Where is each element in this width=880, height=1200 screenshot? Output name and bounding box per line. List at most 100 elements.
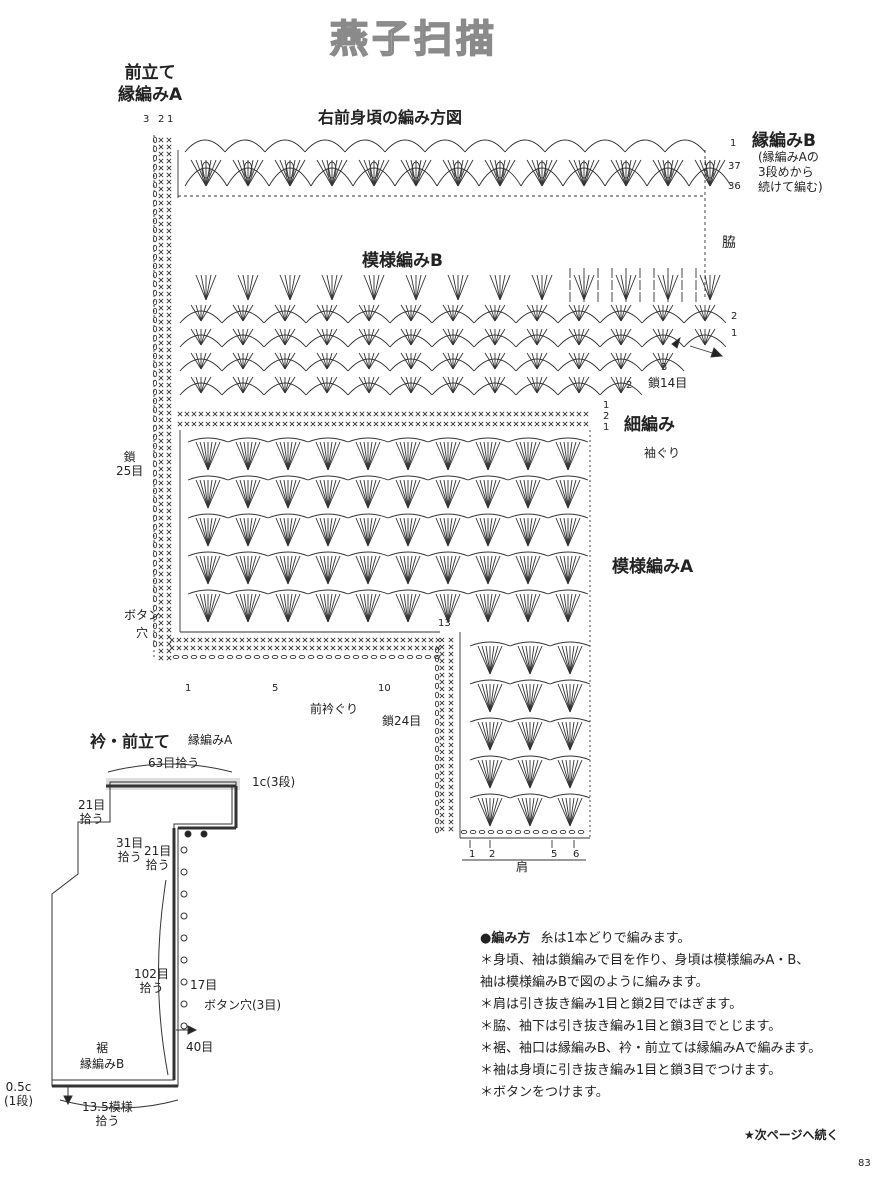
pattern-a-stitch bbox=[367, 479, 381, 509]
pattern-b-stitch bbox=[195, 328, 202, 346]
chain-stitch bbox=[434, 763, 440, 771]
sc-mark bbox=[197, 637, 203, 643]
pattern-a-stitch bbox=[403, 479, 409, 509]
pattern-a-stitch bbox=[327, 517, 337, 547]
neckline-label: 前衿ぐり bbox=[310, 702, 359, 716]
pattern-a-stitch bbox=[207, 593, 221, 623]
sc-mark bbox=[166, 375, 172, 381]
sc-mark bbox=[158, 165, 164, 171]
pattern-a-stitch bbox=[483, 517, 489, 547]
sc-mark bbox=[289, 411, 295, 417]
sc-mark bbox=[166, 410, 172, 416]
sc-mark bbox=[166, 515, 172, 521]
sc-mark bbox=[317, 411, 323, 417]
fan-stitch bbox=[484, 159, 501, 187]
fan-stitch bbox=[237, 159, 249, 187]
fan-stitch bbox=[583, 159, 600, 187]
chain-stitch bbox=[152, 136, 158, 144]
pattern-b-stitch bbox=[242, 352, 249, 370]
chain-stitch bbox=[152, 460, 158, 468]
pick-21-mid-label: 21目 拾う bbox=[144, 844, 172, 872]
pattern-a-stitch bbox=[323, 441, 329, 471]
pattern-b-stitch bbox=[242, 328, 249, 346]
schematic-title: 衿・前立て bbox=[90, 732, 171, 751]
edging-arch bbox=[384, 139, 426, 153]
watermark-title: 燕子扫描 bbox=[329, 16, 499, 62]
sc-mark bbox=[176, 637, 182, 643]
pattern-a-arch bbox=[387, 475, 429, 481]
sc-mark bbox=[158, 634, 164, 640]
sc-mark bbox=[358, 645, 364, 651]
pattern-a-stitch bbox=[529, 721, 539, 751]
pattern-a-stitch bbox=[287, 555, 301, 585]
pattern-b-stitch bbox=[326, 352, 333, 370]
pattern-b-stitch bbox=[410, 328, 422, 346]
pattern-a-stitch bbox=[487, 517, 497, 547]
sc-mark bbox=[492, 421, 498, 427]
pattern-b-stitch bbox=[657, 328, 664, 346]
pattern-a-arch bbox=[427, 589, 469, 595]
fan-stitch bbox=[625, 159, 642, 187]
pattern-a-stitch bbox=[439, 517, 449, 547]
pattern-b-stitch bbox=[447, 304, 454, 322]
pattern-b-stitch bbox=[568, 328, 580, 346]
pattern-b-stitch bbox=[279, 328, 286, 346]
chain-stitch bbox=[152, 568, 158, 576]
pattern-b-stitch bbox=[536, 352, 548, 370]
sc-mark bbox=[260, 645, 266, 651]
pattern-a-stitch bbox=[485, 683, 491, 713]
top-fan bbox=[247, 274, 254, 301]
pattern-a-stitch bbox=[489, 683, 503, 713]
page-number: 83 bbox=[858, 1158, 871, 1169]
sc-mark bbox=[439, 749, 445, 755]
chain-stitch bbox=[152, 622, 158, 630]
pattern-b-stitch bbox=[321, 376, 328, 394]
fan-stitch bbox=[415, 159, 427, 187]
pattern-a-stitch bbox=[287, 517, 293, 547]
sc-mark bbox=[506, 421, 512, 427]
sc-mark bbox=[448, 679, 454, 685]
pattern-b-stitch bbox=[620, 304, 627, 322]
pattern-a-stitch bbox=[567, 479, 573, 509]
pattern-a-stitch bbox=[447, 479, 457, 509]
sc-mark bbox=[373, 421, 379, 427]
pattern-b-stitch bbox=[284, 352, 291, 370]
sc-mark bbox=[158, 319, 164, 325]
pattern-a-stitch bbox=[287, 517, 301, 547]
pattern-b-stitch bbox=[242, 376, 254, 394]
pattern-a-stitch bbox=[559, 517, 569, 547]
chain-stitch bbox=[152, 379, 158, 387]
pattern-b-stitch bbox=[447, 328, 454, 346]
chain-stitch bbox=[152, 217, 158, 225]
chain-25-label: 鎖 25目 bbox=[116, 450, 144, 478]
pattern-a-stitch bbox=[243, 441, 249, 471]
pattern-a-stitch bbox=[407, 555, 421, 585]
sc-mark bbox=[158, 200, 164, 206]
pattern-a-stitch bbox=[279, 441, 289, 471]
pattern-b-stitch bbox=[274, 376, 286, 394]
pick-102-label: 102目 拾う bbox=[134, 967, 169, 995]
sc-mark bbox=[183, 637, 189, 643]
top-fan bbox=[536, 274, 543, 301]
top-fan bbox=[452, 274, 459, 301]
pattern-a-stitch bbox=[207, 479, 213, 509]
buttonhole-circle bbox=[180, 1000, 188, 1008]
chain-stitch bbox=[434, 790, 440, 798]
pattern-b-stitch bbox=[400, 376, 412, 394]
fan-arch bbox=[646, 167, 690, 187]
sc-mark bbox=[439, 770, 445, 776]
sc-mark bbox=[548, 411, 554, 417]
pattern-a-stitch bbox=[515, 517, 529, 547]
sc-mark bbox=[401, 421, 407, 427]
pattern-a-stitch bbox=[489, 683, 499, 713]
sc-mark bbox=[166, 333, 172, 339]
sc-mark bbox=[166, 592, 172, 598]
sc-mark bbox=[158, 452, 164, 458]
sc-mark bbox=[330, 645, 336, 651]
pattern-a-arch bbox=[467, 589, 509, 595]
sc-mark bbox=[365, 645, 371, 651]
sc-mark bbox=[158, 571, 164, 577]
sc-mark bbox=[471, 421, 477, 427]
pattern-a-stitch bbox=[475, 555, 489, 585]
